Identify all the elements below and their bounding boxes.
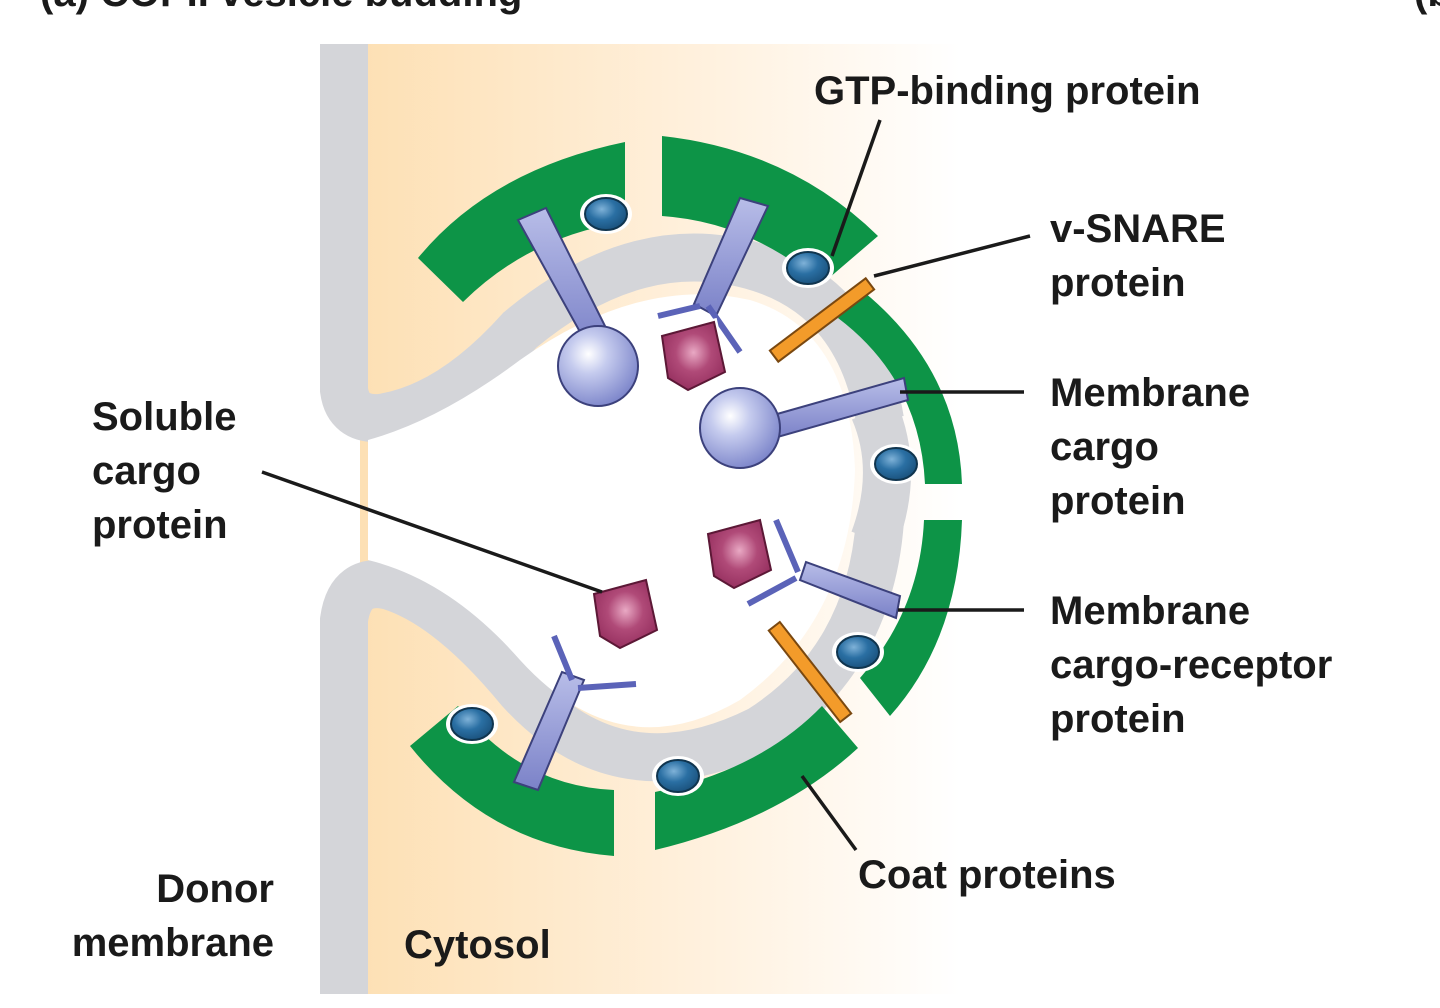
label-line: membrane bbox=[71, 921, 274, 965]
membrane-cargo-protein-right bbox=[699, 376, 910, 469]
heading-fragment-right: (b bbox=[1414, 0, 1440, 20]
leader-v-snare bbox=[873, 234, 1031, 278]
label-line: Membrane bbox=[1050, 589, 1251, 633]
heading-fragment-right-text: (b bbox=[1414, 0, 1440, 20]
label-membrane-cargo-receptor-protein: Membrane cargo-receptor protein bbox=[1050, 584, 1332, 746]
label-line: protein bbox=[1050, 697, 1186, 741]
label-line: Donor bbox=[156, 867, 274, 911]
donor-membrane-lower bbox=[320, 518, 904, 994]
label-gtp-binding-protein: GTP-binding protein bbox=[814, 64, 1201, 118]
label-line: Cytosol bbox=[404, 923, 551, 967]
gtp-binding-protein bbox=[445, 703, 499, 745]
gtp-binding-protein bbox=[831, 631, 885, 673]
label-line: v-SNARE bbox=[1050, 207, 1226, 251]
membrane-cargo-receptor-right bbox=[746, 518, 902, 620]
label-line: protein bbox=[1050, 479, 1186, 523]
gtp-binding-protein bbox=[781, 247, 835, 289]
leader-lines bbox=[261, 119, 1031, 852]
label-v-snare-protein: v-SNARE protein bbox=[1050, 202, 1226, 310]
v-snare-protein bbox=[768, 276, 876, 364]
v-snare-protein-lower bbox=[767, 620, 853, 724]
membrane-cargo-protein-upper bbox=[516, 206, 639, 407]
label-line: cargo-receptor bbox=[1050, 643, 1333, 687]
label-line: cargo bbox=[92, 449, 201, 493]
membrane-cargo-receptor-upper bbox=[657, 196, 770, 354]
leader-soluble-cargo bbox=[261, 470, 603, 594]
label-line: protein bbox=[92, 503, 228, 547]
leader-gtp bbox=[830, 119, 882, 257]
label-soluble-cargo-protein: Soluble cargo protein bbox=[92, 390, 236, 552]
label-line: protein bbox=[1050, 261, 1186, 305]
coat-segment bbox=[410, 706, 614, 856]
membrane-cargo-receptor-lower bbox=[512, 634, 637, 792]
coat-segment bbox=[860, 520, 962, 716]
label-donor-membrane: Donor membrane bbox=[30, 862, 274, 970]
label-line: Membrane bbox=[1050, 371, 1251, 415]
label-line: GTP-binding protein bbox=[814, 69, 1201, 113]
gtp-binding-protein bbox=[651, 755, 705, 797]
gtp-binding-protein bbox=[869, 443, 923, 485]
label-membrane-cargo-protein: Membrane cargo protein bbox=[1050, 366, 1250, 528]
label-line: Soluble bbox=[92, 395, 237, 439]
heading-fragment: (a) COPII vesicle budding bbox=[40, 0, 522, 20]
heading-fragment-text: (a) COPII vesicle budding bbox=[40, 0, 522, 20]
label-line: Coat proteins bbox=[858, 853, 1116, 897]
gtp-binding-protein bbox=[579, 193, 633, 235]
leader-coat bbox=[800, 774, 858, 852]
label-coat-proteins: Coat proteins bbox=[858, 848, 1116, 902]
coat-segment bbox=[655, 706, 858, 850]
coat-segment bbox=[662, 136, 878, 284]
label-cytosol: Cytosol bbox=[404, 918, 551, 972]
label-line: cargo bbox=[1050, 425, 1159, 469]
